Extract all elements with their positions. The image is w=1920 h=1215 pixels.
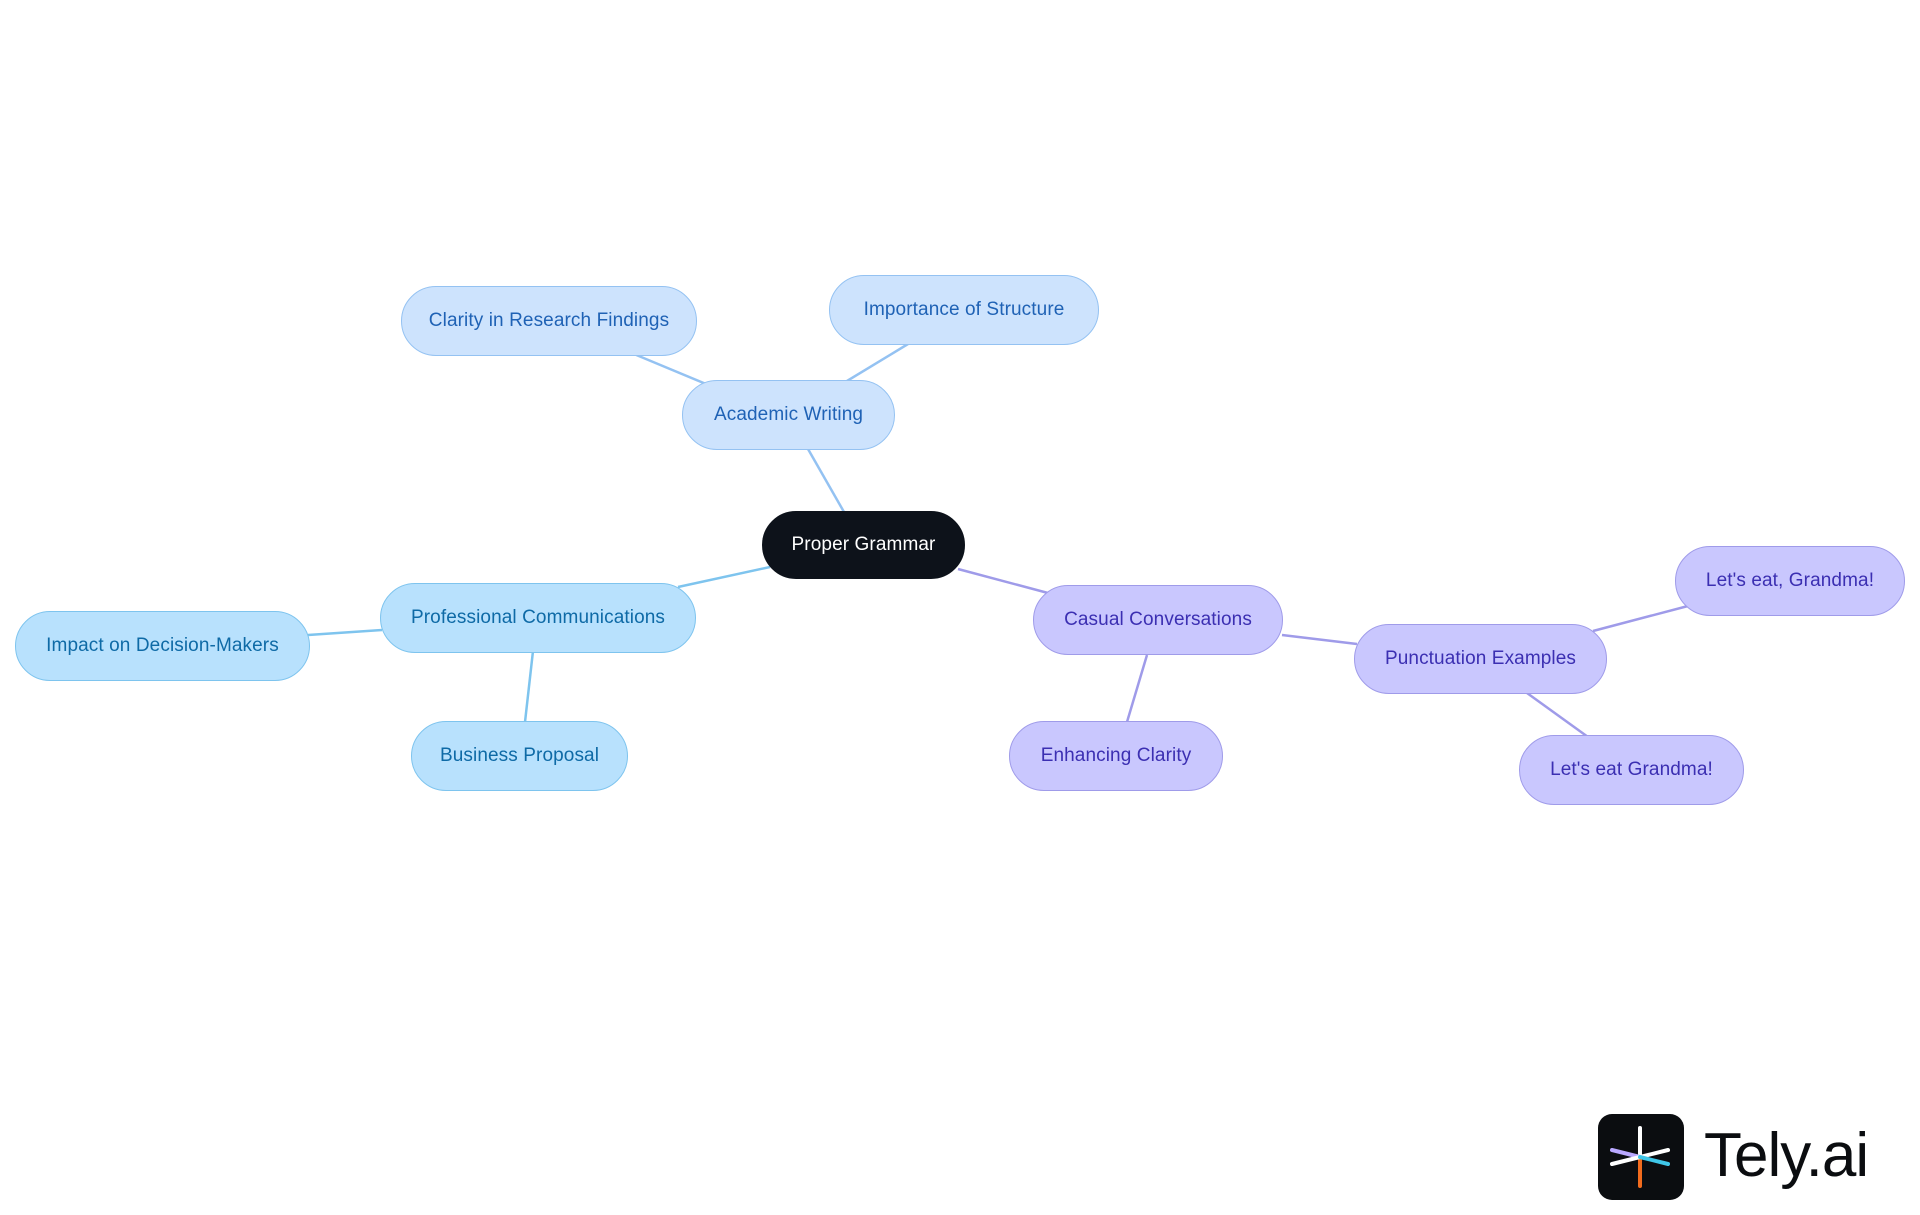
edge-academic-structure bbox=[846, 342, 909, 383]
edge-casual-clarity bbox=[1125, 654, 1149, 723]
node-casual-conversations[interactable]: Casual Conversations bbox=[1033, 585, 1283, 655]
tely-asterisk-glyph bbox=[1610, 1126, 1670, 1188]
node-enhancing-clarity[interactable]: Enhancing Clarity bbox=[1009, 721, 1223, 791]
node-importance-of-structure[interactable]: Importance of Structure bbox=[829, 275, 1099, 345]
edge-professional-business bbox=[523, 650, 535, 723]
tely-wordmark: Tely.ai bbox=[1704, 1121, 1869, 1190]
edge-academic-research bbox=[633, 352, 707, 386]
node-lets-eat-grandma[interactable]: Let's eat Grandma! bbox=[1519, 735, 1744, 805]
tely-logo: Tely.ai bbox=[1598, 1114, 1884, 1200]
edge-punctuation-nocomma bbox=[1526, 691, 1589, 739]
node-punctuation-examples[interactable]: Punctuation Examples bbox=[1354, 624, 1607, 694]
node-lets-eat-comma-grandma[interactable]: Let's eat, Grandma! bbox=[1675, 546, 1905, 616]
edge-root-academic bbox=[806, 448, 846, 513]
node-business-proposal[interactable]: Business Proposal bbox=[411, 721, 628, 791]
node-impact-on-decision-makers[interactable]: Impact on Decision-Makers bbox=[15, 611, 310, 681]
edge-punctuation-comma bbox=[1592, 604, 1689, 633]
edge-professional-impact bbox=[307, 628, 383, 637]
node-root[interactable]: Proper Grammar bbox=[762, 511, 965, 579]
edge-casual-punctuation bbox=[1281, 633, 1358, 646]
edge-root-casual bbox=[957, 567, 1049, 595]
tely-asterisk-icon bbox=[1598, 1114, 1684, 1200]
node-clarity-in-research-findings[interactable]: Clarity in Research Findings bbox=[401, 286, 697, 356]
node-professional-communications[interactable]: Professional Communications bbox=[380, 583, 696, 653]
node-academic-writing[interactable]: Academic Writing bbox=[682, 380, 895, 450]
edge-root-professional bbox=[677, 565, 771, 589]
